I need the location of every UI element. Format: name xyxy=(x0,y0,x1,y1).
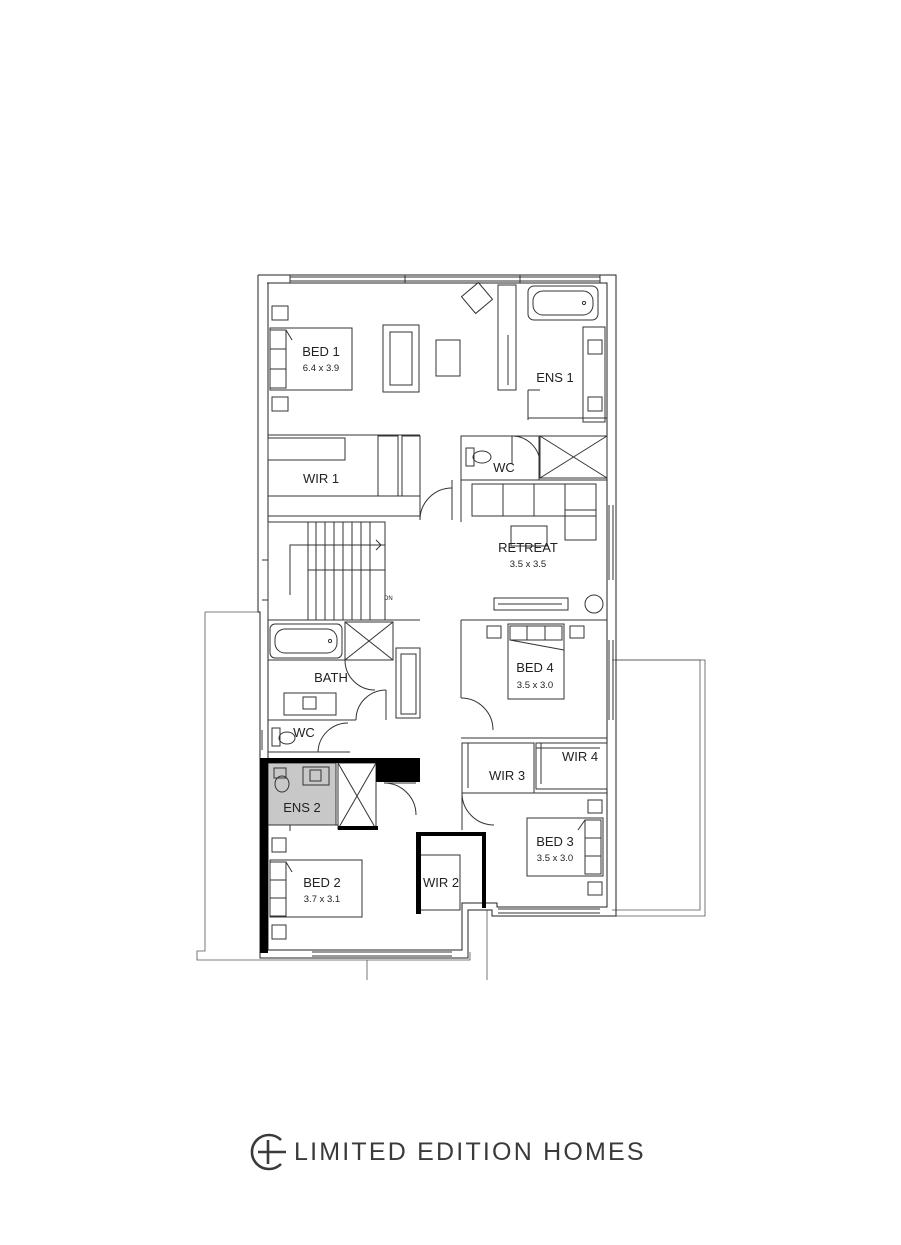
ens1-label: ENS 1 xyxy=(536,370,574,385)
site-boundary xyxy=(196,611,706,980)
wir2-label: WIR 2 xyxy=(423,875,459,890)
brand-logo: LIMITED EDITION HOMES xyxy=(248,1132,646,1172)
bath-label: BATH xyxy=(314,670,348,685)
bed1-dims: 6.4 x 3.9 xyxy=(303,363,339,374)
windows xyxy=(289,275,614,957)
bed1-sofa-icon xyxy=(382,281,517,393)
wc1-label: WC xyxy=(493,460,515,475)
circle-plus-logo-icon xyxy=(250,1133,286,1171)
staircase xyxy=(262,521,386,621)
bed2-label: BED 2 xyxy=(303,875,341,890)
bath-fixtures xyxy=(268,619,421,721)
wir4-label: WIR 4 xyxy=(562,749,598,764)
highlighted-walls xyxy=(260,758,486,953)
bed3-label: BED 3 xyxy=(536,834,574,849)
bed3-dims: 3.5 x 3.0 xyxy=(537,853,573,864)
external-walls xyxy=(257,274,617,959)
retreat-dims: 3.5 x 3.5 xyxy=(510,559,546,570)
retreat-furniture xyxy=(460,479,607,614)
ens2-label: ENS 2 xyxy=(283,800,321,815)
bed1-bed-icon xyxy=(269,305,353,412)
bed4-furniture xyxy=(460,619,607,739)
bed4-dims: 3.5 x 3.0 xyxy=(517,680,553,691)
wir3-label: WIR 3 xyxy=(489,768,525,783)
stair-dn-label: DN xyxy=(384,596,393,602)
bed3-furniture xyxy=(480,792,607,896)
wir1-label: WIR 1 xyxy=(303,471,339,486)
bed4-label: BED 4 xyxy=(516,660,554,675)
bed1-label: BED 1 xyxy=(302,344,340,359)
brand-name: LIMITED EDITION HOMES xyxy=(294,1137,646,1166)
wc2-fixtures xyxy=(261,722,350,753)
wc2-label: WC xyxy=(293,725,315,740)
retreat-label: RETREAT xyxy=(498,540,558,555)
bed2-dims: 3.7 x 3.1 xyxy=(304,894,340,905)
wir1-walls xyxy=(267,434,453,521)
ens1-fixtures xyxy=(527,285,608,479)
